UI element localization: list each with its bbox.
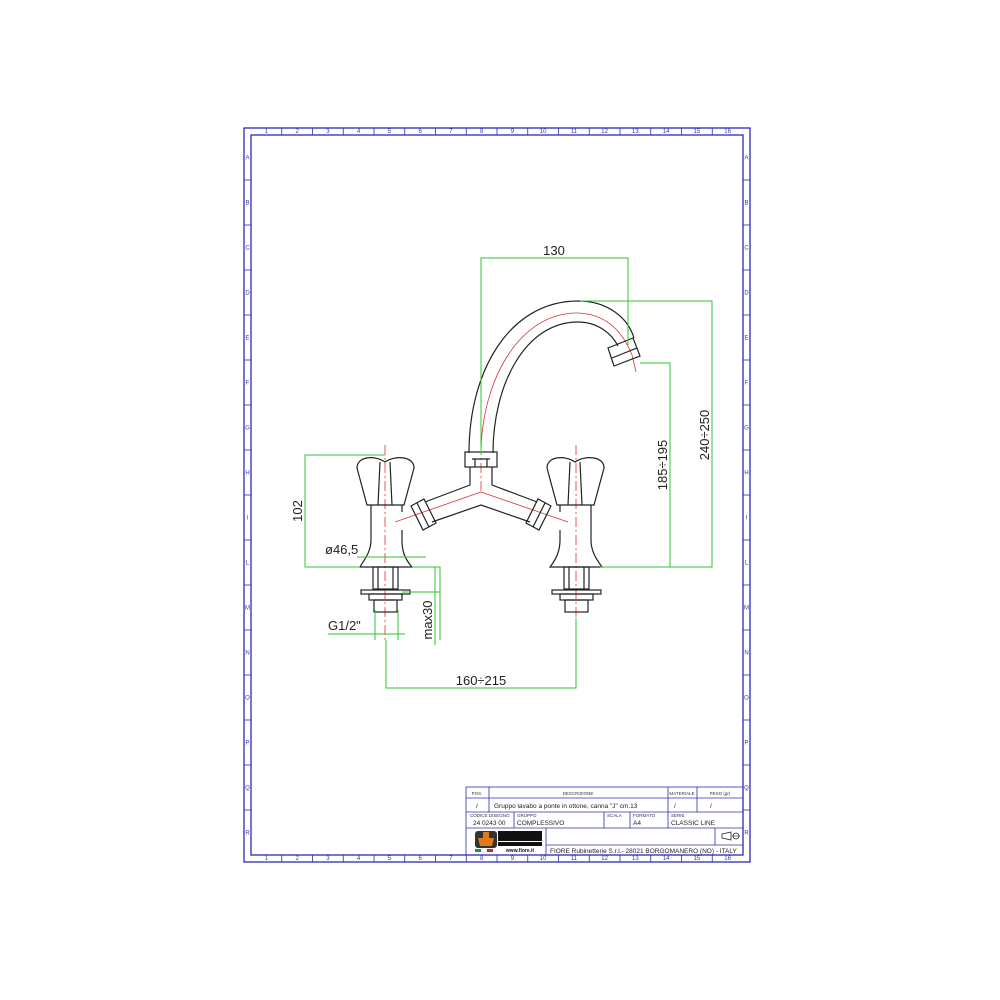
row-label: M: [245, 606, 250, 612]
row-label: C: [744, 246, 749, 252]
code-label: CODICE DISEGNO: [470, 813, 510, 818]
column-label: 5: [388, 129, 392, 135]
dim-240-250: 240÷250: [697, 410, 712, 461]
row-label: O: [245, 696, 250, 702]
series-value: CLASSIC LINE: [671, 820, 716, 827]
code-value: 24 0243 00: [473, 820, 506, 827]
group-label: GRUPPO: [517, 813, 537, 818]
column-label: 8: [480, 856, 484, 862]
row-label: A: [245, 156, 249, 162]
row-label: F: [246, 381, 250, 387]
row-label: C: [245, 246, 250, 252]
column-label: 14: [663, 129, 670, 135]
column-label: 7: [449, 129, 453, 135]
column-label: 6: [418, 129, 422, 135]
row-label: R: [744, 831, 749, 837]
row-label: N: [744, 651, 748, 657]
row-label: O: [744, 696, 749, 702]
row-label: R: [245, 831, 250, 837]
column-label: 13: [632, 856, 639, 862]
series-label: SERIE: [671, 813, 685, 818]
drawing-frame: 1122334455667788991010111112121313141415…: [243, 127, 751, 863]
row-label: I: [247, 516, 249, 522]
column-label: 6: [418, 856, 422, 862]
row-label: D: [744, 291, 749, 297]
column-label: 12: [601, 856, 608, 862]
row-label: B: [245, 201, 249, 207]
title-block: POS. DESCRIZIONE MATERIALE PESO (gr) / G…: [465, 786, 744, 856]
row-label: N: [245, 651, 249, 657]
row-label: H: [744, 471, 748, 477]
column-label: 16: [724, 129, 731, 135]
row-label: Q: [245, 786, 250, 792]
column-label: 11: [571, 856, 578, 862]
column-label: 8: [480, 129, 484, 135]
column-label: 5: [388, 856, 392, 862]
company-address: FIORE Rubinetterie S.r.l.- 28021 BORGOMA…: [550, 848, 738, 855]
dim-centers: 160÷215: [456, 673, 507, 688]
material-label: MATERIALE: [669, 791, 694, 796]
dimension-lines: [304, 257, 713, 689]
scale-label: SCALA: [607, 813, 622, 818]
column-label: 9: [511, 856, 515, 862]
dim-185-195: 185÷195: [655, 440, 670, 491]
weight-value: /: [710, 803, 712, 810]
column-label: 2: [295, 129, 299, 135]
column-label: 4: [357, 856, 361, 862]
row-label: Q: [744, 786, 749, 792]
pos-value: /: [476, 803, 478, 810]
row-label: M: [744, 606, 749, 612]
dim-diameter: ø46,5: [325, 542, 358, 557]
row-label: E: [245, 336, 249, 342]
row-label: P: [744, 741, 748, 747]
row-label: P: [245, 741, 249, 747]
row-label: F: [745, 381, 749, 387]
logo-url: www.fiore.it: [505, 848, 534, 854]
column-label: 2: [295, 856, 299, 862]
row-label: G: [744, 426, 749, 432]
column-label: 10: [540, 129, 547, 135]
row-label: A: [744, 156, 748, 162]
column-label: 10: [540, 856, 547, 862]
material-value: /: [674, 803, 676, 810]
projection-symbol-icon: [721, 831, 740, 841]
format-value: A4: [633, 820, 641, 827]
format-label: FORMATO: [633, 813, 656, 818]
pos-label: POS.: [472, 791, 483, 796]
column-label: 15: [694, 856, 701, 862]
column-label: 1: [265, 856, 269, 862]
dim-thread: G1/2": [328, 618, 361, 633]
description-value: Gruppo lavabo a ponte in ottone, canna "…: [494, 803, 638, 810]
column-label: 9: [511, 129, 515, 135]
row-label: B: [744, 201, 748, 207]
group-value: COMPLESSIVO: [517, 820, 564, 827]
dim-130: 130: [543, 243, 565, 258]
fiore-logo: www.fiore.it: [475, 831, 542, 854]
column-label: 3: [326, 856, 330, 862]
row-label: I: [746, 516, 748, 522]
column-label: 14: [663, 856, 670, 862]
column-label: 11: [571, 129, 578, 135]
column-label: 15: [694, 129, 701, 135]
column-label: 12: [601, 129, 608, 135]
weight-label: PESO (gr): [710, 791, 731, 796]
description-label: DESCRIZIONE: [563, 791, 594, 796]
column-label: 1: [265, 129, 269, 135]
column-label: 7: [449, 856, 453, 862]
row-label: H: [245, 471, 249, 477]
column-label: 13: [632, 129, 639, 135]
row-label: E: [744, 336, 748, 342]
row-label: G: [245, 426, 250, 432]
column-label: 3: [326, 129, 330, 135]
faucet-drawing: [356, 300, 641, 613]
row-label: L: [745, 561, 749, 567]
dimension-labels: 130 185÷195 240÷250 102 ø46,5 G1/2" max3…: [290, 243, 712, 688]
dim-max30: max30: [420, 600, 435, 639]
row-label: L: [246, 561, 250, 567]
column-label: 4: [357, 129, 361, 135]
row-label: D: [245, 291, 250, 297]
centerlines: [384, 312, 637, 640]
column-label: 16: [724, 856, 731, 862]
dim-102: 102: [290, 500, 305, 522]
